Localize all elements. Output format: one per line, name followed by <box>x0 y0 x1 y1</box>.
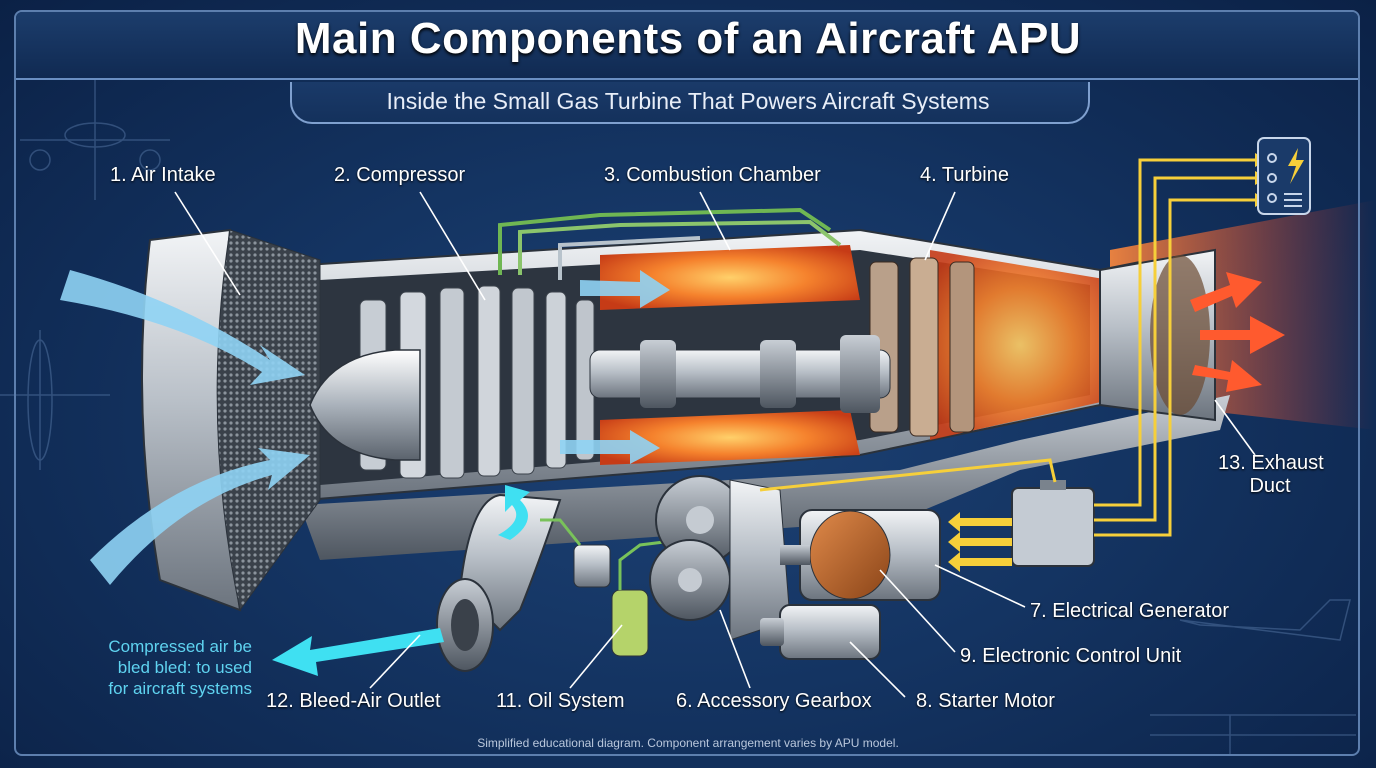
lightning-icon <box>1288 148 1304 184</box>
label-accessory-gearbox: 6. Accessory Gearbox <box>676 690 872 712</box>
fuel-lines <box>498 207 842 280</box>
electrical-lines <box>759 158 1255 537</box>
label-exhaust-duct-line2: Duct <box>1249 475 1291 497</box>
nose-cone <box>309 349 421 461</box>
gear-hub-lower <box>678 568 702 592</box>
page-title: Main Components of an Aircraft APU <box>294 14 1082 63</box>
label-combustion-chamber: 3. Combustion Chamber <box>604 164 821 186</box>
intake-airflow-arrows <box>60 270 670 585</box>
label-exhaust-duct-line1: 13. Exhaust <box>1218 452 1324 474</box>
power-panel-icon <box>1257 137 1311 215</box>
label-oil-system: 11. Oil System <box>496 690 625 712</box>
bearing-mid <box>760 340 796 408</box>
combustion-flame-lower <box>600 410 860 465</box>
oil-filter <box>611 589 649 657</box>
subtitle-banner <box>290 82 1090 124</box>
bearing-front <box>640 340 676 408</box>
bearing-rear <box>840 335 880 413</box>
gear-hub-upper <box>686 506 714 534</box>
leader-lines <box>174 191 1256 698</box>
footnote: Simplified educational diagram. Componen… <box>477 736 899 750</box>
label-exhaust-duct: 13. Exhaust Duct <box>1218 452 1324 498</box>
label-turbine: 4. Turbine <box>920 164 1009 186</box>
bleed-air-port <box>451 599 479 651</box>
label-compressor: 2. Compressor <box>334 164 466 186</box>
bleed-air-arrow <box>272 628 444 676</box>
exhaust-arrows <box>1190 272 1285 392</box>
combustion-flame-upper <box>600 245 860 310</box>
generator-shaft <box>780 545 810 565</box>
label-bleed-air-outlet: 12. Bleed-Air Outlet <box>266 690 441 712</box>
title-bar <box>16 12 1358 80</box>
oil-pump <box>573 544 611 588</box>
oil-lines <box>540 518 681 590</box>
diagram-frame <box>14 10 1360 756</box>
label-starter-motor: 8. Starter Motor <box>916 690 1055 712</box>
ecu-connector <box>1040 480 1066 490</box>
label-air-intake: 1. Air Intake <box>110 164 216 186</box>
bleed-note-line2: bled bled: to used <box>117 658 252 677</box>
aircraft-blueprint-icon <box>0 80 1356 755</box>
bleed-note-line1: Compressed air be <box>108 637 252 656</box>
starter-motor-end <box>760 618 784 646</box>
intake-mesh-screen <box>216 229 321 612</box>
bleed-flow-arrow-up <box>498 485 530 540</box>
page-subtitle: Inside the Small Gas Turbine That Powers… <box>386 88 990 114</box>
bleed-note-line3: for aircraft systems <box>108 679 252 698</box>
label-electronic-control-unit: 9. Electronic Control Unit <box>960 645 1182 667</box>
bleed-air-note: Compressed air be bled bled: to used for… <box>60 636 252 699</box>
turbine-hot-gas <box>930 250 1110 440</box>
label-electrical-generator: 7. Electrical Generator <box>1030 600 1229 622</box>
